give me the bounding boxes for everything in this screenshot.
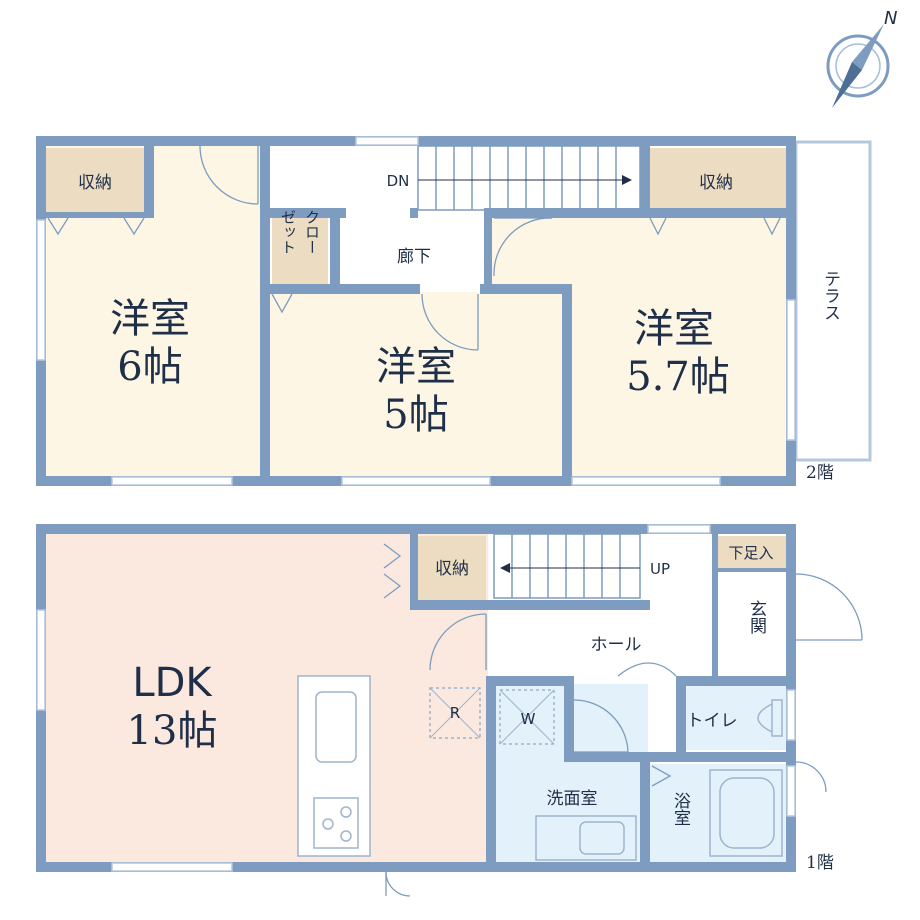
closet-label-col1: クロー bbox=[303, 210, 321, 255]
closet-label-col2: ゼット bbox=[279, 210, 297, 255]
windows-1f bbox=[36, 524, 796, 872]
washing-machine-icon bbox=[499, 689, 555, 745]
bathtub-icon bbox=[709, 769, 783, 857]
room-east-name: 洋室 bbox=[634, 306, 714, 352]
floor-2: 収納 収納 DN 廊下 クロー ゼット テラス 洋室 6帖 洋室 5帖 洋室 5… bbox=[36, 136, 872, 486]
shoe-storage bbox=[716, 536, 786, 570]
storage-west bbox=[46, 148, 144, 212]
stairs-dn-label: DN bbox=[387, 172, 410, 190]
room-west-name: 洋室 bbox=[110, 296, 190, 342]
entrance-label: 玄関 bbox=[746, 600, 766, 634]
washroom-label: 洗面室 bbox=[547, 789, 598, 809]
room-east-size: 5.7帖 bbox=[626, 354, 730, 400]
room-west-size: 6帖 bbox=[117, 344, 182, 390]
toilet-label: トイレ bbox=[687, 711, 738, 731]
hallway-label: 廊下 bbox=[397, 247, 431, 267]
shoe-storage-label: 下足入 bbox=[728, 544, 773, 562]
stairs-up-label: UP bbox=[650, 560, 670, 578]
vanity-icon bbox=[535, 815, 637, 861]
bath-fill bbox=[648, 764, 788, 862]
ldk-name: LDK bbox=[132, 660, 213, 706]
storage-east-label: 収納 bbox=[699, 173, 733, 193]
room-center-size: 5帖 bbox=[383, 392, 448, 438]
closet bbox=[272, 214, 328, 290]
floor-2-label: 2階 bbox=[806, 463, 834, 483]
washer-label: W bbox=[521, 710, 536, 728]
storage-east bbox=[646, 148, 786, 212]
arrow-left-icon bbox=[500, 563, 510, 573]
room-center-name: 洋室 bbox=[376, 344, 456, 390]
fridge-label: R bbox=[450, 704, 460, 722]
compass-icon: N bbox=[826, 8, 897, 108]
sink-icon bbox=[315, 691, 357, 763]
door-swings-1f bbox=[383, 543, 863, 897]
stairs-down bbox=[417, 145, 641, 211]
floor-1: LDK 13帖 収納 UP ホール 下足入 玄関 トイレ 洗面室 浴室 W R … bbox=[36, 524, 863, 897]
hall-1f-label: ホール bbox=[591, 635, 642, 655]
fridge-icon bbox=[429, 687, 481, 739]
terrace-label: テラス bbox=[820, 270, 840, 321]
arrow-right-icon bbox=[622, 175, 632, 185]
room-east-fill bbox=[492, 214, 788, 476]
stairs-up bbox=[493, 533, 641, 599]
storage-1f bbox=[418, 536, 486, 602]
terrace bbox=[794, 140, 872, 462]
windows-2f bbox=[36, 136, 796, 486]
compass-north-label: N bbox=[884, 8, 897, 29]
door-swings-2f bbox=[47, 145, 781, 351]
stove-icon bbox=[313, 797, 359, 849]
kitchen-counter bbox=[297, 675, 371, 857]
floor-1-label: 1階 bbox=[806, 853, 834, 873]
toilet-fill bbox=[682, 686, 788, 750]
bath-label: 浴室 bbox=[670, 792, 691, 826]
storage-1f-label: 収納 bbox=[435, 559, 469, 579]
ldk-size: 13帖 bbox=[127, 708, 218, 754]
storage-west-label: 収納 bbox=[78, 173, 112, 193]
toilet-icon bbox=[757, 699, 783, 737]
